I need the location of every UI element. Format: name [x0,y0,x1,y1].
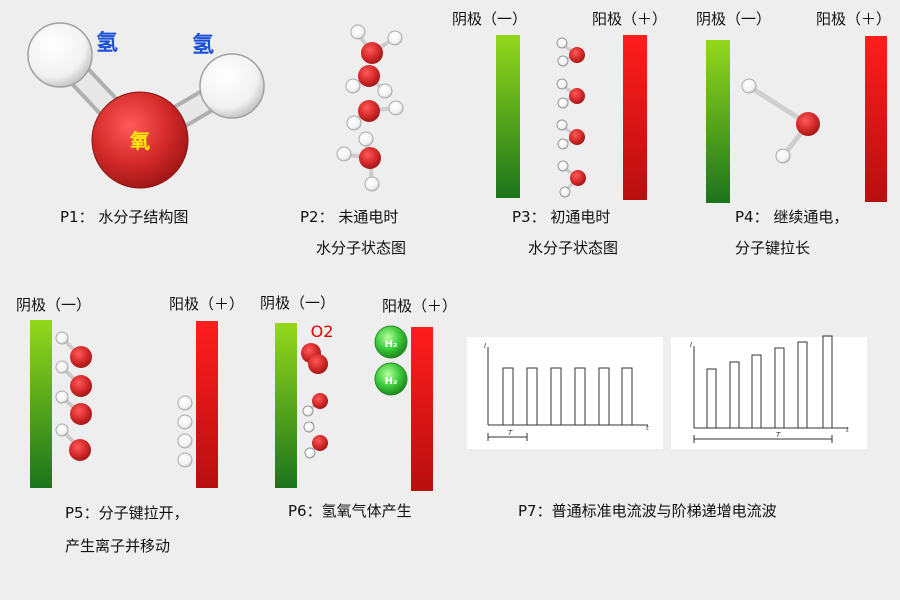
p1-oxygen-label: 氧 [129,129,150,153]
p1-hydrogen-label-left: 氢 [96,30,118,56]
p2-caption-line1: P2： 未通电时 [300,208,399,226]
p6-h2-label-2: H₂ [385,376,398,387]
p3-molecules [556,37,586,198]
p5-ion-1 [55,331,92,368]
p6-anode-plate [411,327,433,491]
p6-cathode-label: 阴极（一） [260,294,336,312]
p7-standard-axis-i: I [484,342,486,350]
p6-anode-label: 阳极（＋） [382,297,458,315]
p1-oxygen-atom [91,91,189,189]
p2-molecule-2 [345,65,393,99]
p5-anode-plate [196,321,218,488]
p7-stepped-wave-panel [671,337,867,449]
p3-caption-line1: P3： 初通电时 [512,208,611,226]
p7-standard-axis-t: t [646,424,649,432]
p2-molecules [336,24,404,192]
p1-caption: P1： 水分子结构图 [60,208,189,226]
p5-ion-2 [55,360,92,397]
p6-h2-bubble-1: H₂ [374,325,408,359]
p5-caption-line2: 产生离子并移动 [65,537,171,555]
p5-ion-4 [55,423,91,461]
p4-cathode-label: 阴极（一） [696,10,772,28]
p4-caption-line1: P4： 继续通电， [735,208,849,226]
p1-hydrogen-atom-left [27,22,93,88]
p4-anode-label: 阳极（＋） [816,10,892,28]
p7-stepped-wave [693,335,848,443]
p5-anode-label: 阳极（＋） [169,295,245,313]
p5-cathode-label: 阴极（一） [16,296,92,314]
p7-stepped-pulse-train [694,335,845,429]
p6-ion-1 [302,393,328,417]
p5-ion-3 [55,390,92,425]
p3-anode-plate [623,35,647,200]
p4-cathode-plate [706,40,730,203]
p3-molecule-3 [556,119,585,150]
p3-anode-label: 阳极（＋） [592,10,668,28]
p4-stretched-molecule [741,78,820,164]
p1-hydrogen-label-right: 氢 [192,32,214,58]
p7-caption: P7：普通标准电流波与阶梯递增电流波 [518,502,777,520]
p6-o2-bubble [301,343,328,374]
p3-cathode-label: 阴极（一） [452,10,528,28]
p2-caption-line2: 水分子状态图 [316,239,407,257]
p6-ion-3 [304,435,328,459]
p3-molecule-1 [556,37,585,67]
p6-cathode-plate [275,323,297,488]
p6-ion-2 [303,421,315,433]
p4-anode-plate [865,36,887,202]
p3-cathode-plate [496,35,520,198]
p4-caption-line2: 分子键拉长 [735,239,811,257]
p6-h2-bubble-2: H₂ [374,362,408,396]
p7-standard-wave-panel [467,337,663,449]
p5-hydrogen-ions-near-anode [177,395,193,468]
p6-caption: P6：氢氧气体产生 [288,502,412,520]
p7-standard-period-label: T [508,429,513,437]
p2-molecule-3 [346,100,404,131]
p3-molecule-4 [557,160,586,198]
p6-h2-label-1: H₂ [385,339,398,350]
p2-molecule-1 [350,24,403,64]
p5-ions-near-cathode [55,331,92,461]
p5-cathode-plate [30,320,52,488]
p2-molecule-4 [336,131,381,192]
p1-water-molecule: 氢 氢 氧 [27,22,265,189]
p7-standard-wave [487,347,648,441]
p6-ions [302,393,328,459]
p7-stepped-period-label: T [776,431,781,439]
p1-hydrogen-atom-right [199,53,265,119]
p3-molecule-2 [556,78,585,109]
p7-stepped-axis-t: t [846,426,849,434]
p7-stepped-axis-i: I [690,341,692,349]
p7-standard-pulse-train [488,367,646,426]
p5-caption-line1: P5：分子键拉开， [65,504,189,522]
p6-o2-label: O2 [311,322,334,341]
p3-caption-line2: 水分子状态图 [528,239,619,257]
